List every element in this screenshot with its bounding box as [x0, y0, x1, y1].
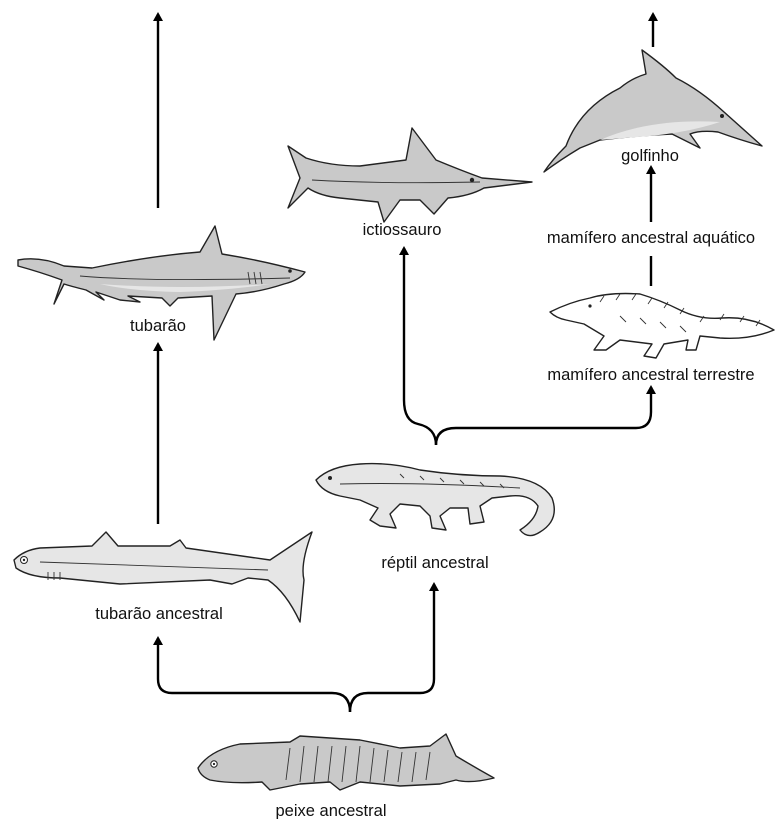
label-ancestral-reptile: réptil ancestral: [381, 554, 488, 572]
land-mammal-illustration: [550, 294, 774, 359]
label-ancestral-shark: tubarão ancestral: [95, 605, 223, 623]
label-ichthyosaur: ictiossauro: [363, 221, 442, 239]
arrow-reptile-to-ichthyosaur: [404, 248, 436, 445]
arrow-fish-to-reptile: [350, 584, 434, 712]
arrow-reptile-to-land-mammal: [436, 387, 651, 445]
label-aquatic-mammal: mamífero ancestral aquático: [547, 229, 755, 247]
label-dolphin: golfinho: [621, 147, 679, 165]
label-ancestral-fish: peixe ancestral: [276, 802, 387, 819]
ichthyosaur-illustration: [288, 128, 532, 222]
arrow-fish-branch: [158, 638, 350, 712]
arrows: [158, 14, 653, 712]
label-shark: tubarão: [130, 317, 186, 335]
ancestral-fish-illustration: [198, 734, 494, 790]
ancestral-reptile-illustration: [316, 464, 554, 536]
label-land-mammal: mamífero ancestral terrestre: [547, 366, 754, 384]
